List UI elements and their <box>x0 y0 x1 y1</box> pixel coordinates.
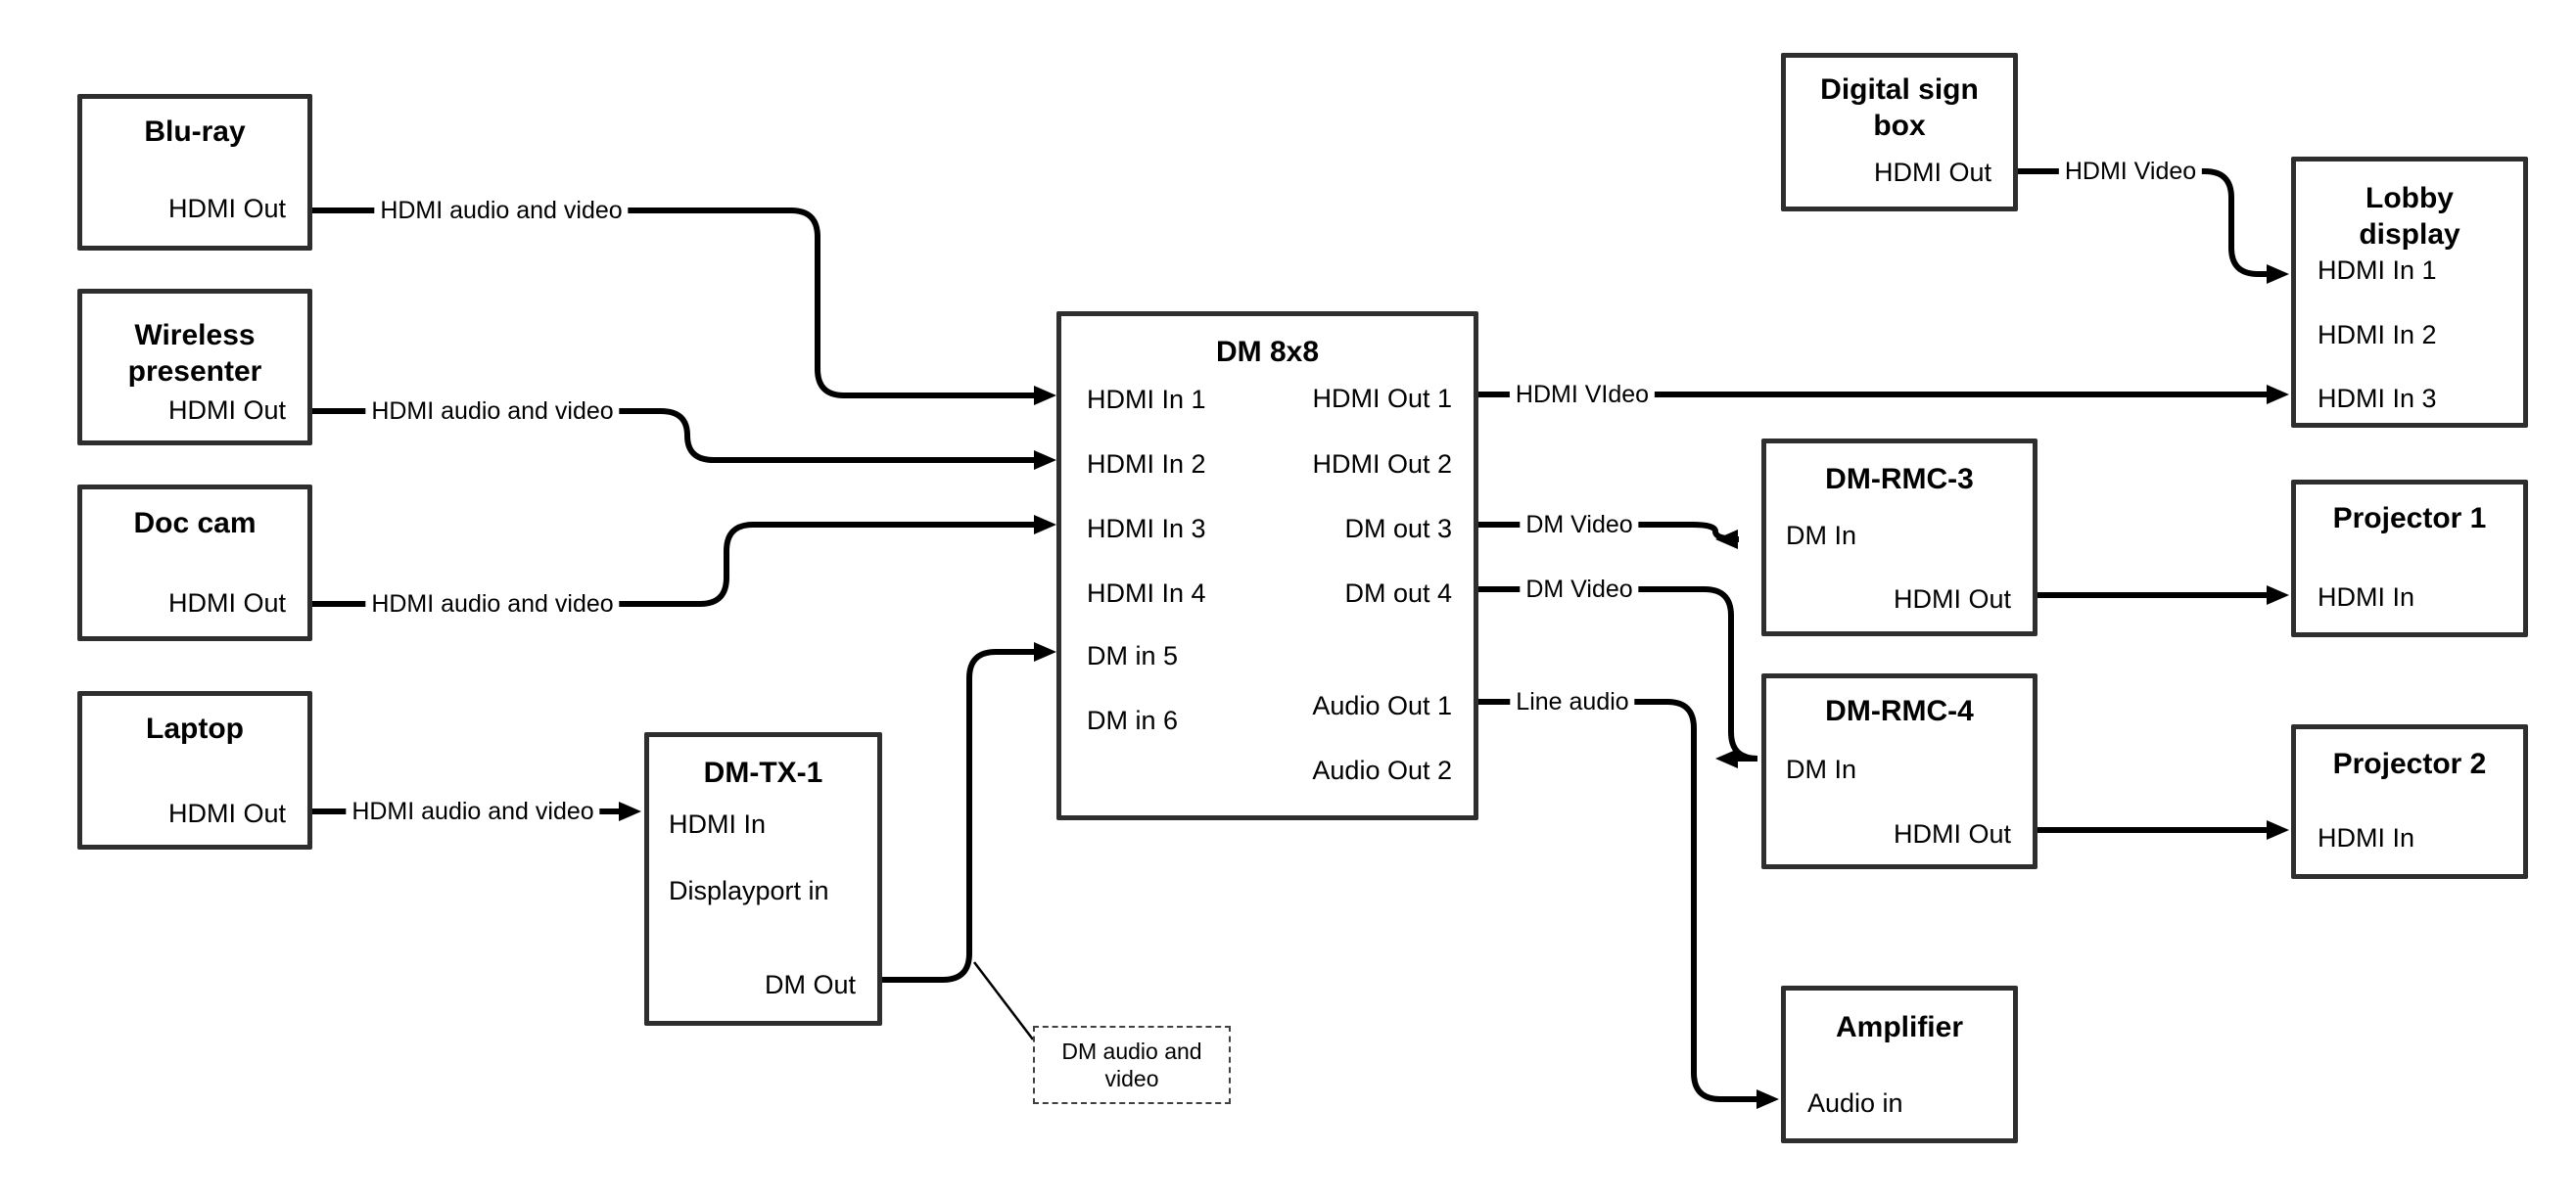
node-digital-sign-box-title: Digital sign box <box>1820 73 1979 142</box>
port-dmtx1-displayport-in: Displayport in <box>669 876 829 905</box>
node-digital-sign-box: Digital sign box HDMI Out <box>1781 53 2018 211</box>
node-dm-rmc-3: DM-RMC-3 DM In HDMI Out <box>1761 439 2037 636</box>
callout-leader-line <box>973 961 1034 1040</box>
port-bluray-hdmi-out: HDMI Out <box>167 194 286 223</box>
edge-label-dm-video-rmc4: DM Video <box>1520 575 1639 604</box>
node-dm-rmc-3-title: DM-RMC-3 <box>1825 463 1974 495</box>
port-dm8x8-hdmi-in-1: HDMI In 1 <box>1087 385 1206 414</box>
port-rmc4-hdmi-out: HDMI Out <box>1893 819 2011 849</box>
port-proj2-hdmi-in: HDMI In <box>2318 823 2415 853</box>
port-dmtx1-hdmi-in: HDMI In <box>669 809 767 839</box>
port-laptop-hdmi-out: HDMI Out <box>167 799 286 828</box>
node-dm-tx-1: DM-TX-1 HDMI In Displayport in DM Out <box>644 732 882 1026</box>
port-dm8x8-dm-out-4: DM out 4 <box>1344 578 1452 608</box>
node-projector-1: Projector 1 HDMI In <box>2291 480 2528 637</box>
edge-label-bluray-hdmi-av: HDMI audio and video <box>374 196 629 225</box>
edge-doccam-to-dm8x8-in3 <box>312 515 1056 607</box>
port-dm8x8-hdmi-out-1: HDMI Out 1 <box>1312 384 1452 413</box>
port-lobby-hdmi-in-3: HDMI In 3 <box>2318 384 2437 413</box>
edge-dm8x8-aout1-to-amp <box>1478 699 1779 1109</box>
node-projector-1-title: Projector 1 <box>2332 502 2487 534</box>
edge-signbox-to-lobby-in1 <box>2018 168 2289 284</box>
node-wireless-presenter: Wireless presenter HDMI Out <box>77 289 312 445</box>
callout-text: DM audio and video <box>1061 1039 1202 1091</box>
node-projector-2-title: Projector 2 <box>2332 748 2487 780</box>
node-amplifier-title: Amplifier <box>1835 1011 1964 1043</box>
port-dm8x8-hdmi-in-3: HDMI In 3 <box>1087 514 1206 543</box>
edge-label-signbox-hdmi-video: HDMI Video <box>2058 157 2203 186</box>
edge-label-doccam-hdmi-av: HDMI audio and video <box>365 589 620 619</box>
port-dmtx1-dm-out: DM Out <box>764 970 856 999</box>
edge-label-laptop-hdmi-av: HDMI audio and video <box>346 797 600 826</box>
port-doccam-hdmi-out: HDMI Out <box>167 588 286 618</box>
edge-bluray-to-dm8x8-in1 <box>312 208 1056 405</box>
node-laptop-title: Laptop <box>146 713 244 745</box>
port-amp-audio-in: Audio in <box>1807 1088 1903 1118</box>
edge-label-dm-video-rmc3: DM Video <box>1520 510 1639 539</box>
node-dm-tx-1-title: DM-TX-1 <box>703 757 823 789</box>
port-rmc3-hdmi-out: HDMI Out <box>1893 584 2011 614</box>
node-wireless-presenter-title: Wireless presenter <box>127 319 262 388</box>
port-rmc3-dm-in: DM In <box>1786 521 1857 550</box>
edge-dm8x8-out4-to-rmc4 <box>1478 586 1758 768</box>
edge-wireless-to-dm8x8-in2 <box>312 408 1056 470</box>
edge-label-wireless-hdmi-av: HDMI audio and video <box>365 396 620 426</box>
node-lobby-display: Lobby display HDMI In 1 HDMI In 2 HDMI I… <box>2291 157 2528 428</box>
node-amplifier: Amplifier Audio in <box>1781 986 2018 1143</box>
node-bluray-title: Blu-ray <box>144 115 246 148</box>
port-lobby-hdmi-in-1: HDMI In 1 <box>2318 255 2437 285</box>
node-projector-2: Projector 2 HDMI In <box>2291 724 2528 879</box>
node-dm-rmc-4: DM-RMC-4 DM In HDMI Out <box>1761 673 2037 869</box>
node-bluray: Blu-ray HDMI Out <box>77 94 312 251</box>
port-wireless-hdmi-out: HDMI Out <box>167 395 286 425</box>
port-dm8x8-audio-out-1: Audio Out 1 <box>1312 691 1452 720</box>
port-lobby-hdmi-in-2: HDMI In 2 <box>2318 320 2437 349</box>
edge-label-line-audio: Line audio <box>1510 687 1635 716</box>
port-dm8x8-hdmi-in-4: HDMI In 4 <box>1087 578 1206 608</box>
node-dm-8x8: DM 8x8 HDMI In 1 HDMI In 2 HDMI In 3 HDM… <box>1056 311 1478 820</box>
node-dm-rmc-4-title: DM-RMC-4 <box>1825 695 1974 727</box>
port-proj1-hdmi-in: HDMI In <box>2318 582 2415 612</box>
port-rmc4-dm-in: DM In <box>1786 755 1857 784</box>
node-lobby-display-title: Lobby display <box>2359 182 2460 251</box>
port-dm8x8-dm-in-6: DM in 6 <box>1087 706 1179 735</box>
edge-dm8x8-out3-to-rmc3 <box>1478 522 1740 549</box>
node-dm-8x8-title: DM 8x8 <box>1215 336 1320 368</box>
port-signbox-hdmi-out: HDMI Out <box>1873 158 1991 187</box>
edge-dmtx1-to-dm8x8-in5 <box>882 642 1056 983</box>
port-dm8x8-dm-in-5: DM in 5 <box>1087 641 1179 670</box>
node-laptop: Laptop HDMI Out <box>77 691 312 850</box>
port-dm8x8-hdmi-in-2: HDMI In 2 <box>1087 449 1206 479</box>
node-doc-cam-title: Doc cam <box>133 507 257 539</box>
port-dm8x8-dm-out-3: DM out 3 <box>1344 514 1452 543</box>
node-doc-cam: Doc cam HDMI Out <box>77 485 312 641</box>
port-dm8x8-audio-out-2: Audio Out 2 <box>1312 756 1452 785</box>
edge-label-hdmi-video-lobby: HDMI VIdeo <box>1509 380 1656 409</box>
port-dm8x8-hdmi-out-2: HDMI Out 2 <box>1312 449 1452 479</box>
callout-dm-audio-and-video: DM audio and video <box>1033 1026 1231 1104</box>
